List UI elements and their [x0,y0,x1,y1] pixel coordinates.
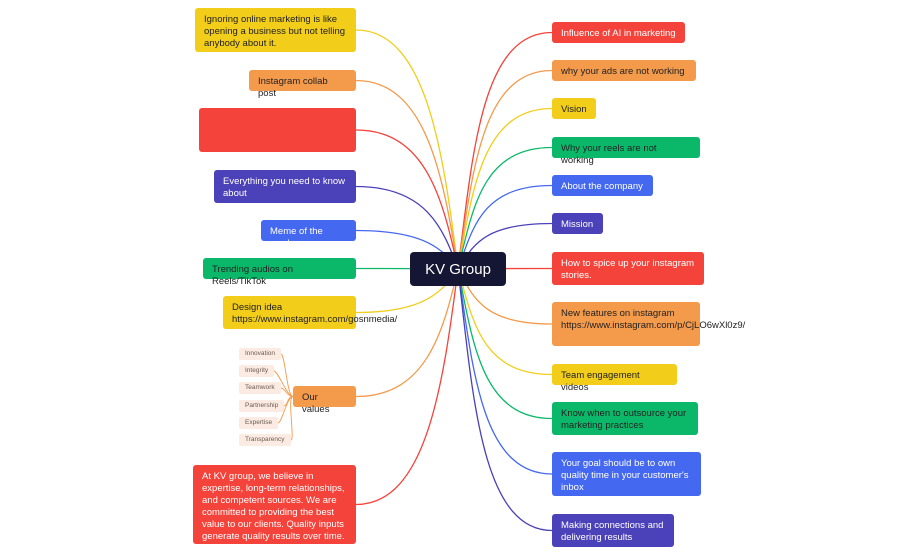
connector-line [355,268,459,398]
right-node-connections[interactable]: Making connections and delivering result… [552,514,674,547]
right-node-outsource[interactable]: Know when to outsource your marketing pr… [552,402,698,435]
left-node-instagram-collab[interactable]: Instagram collab post [249,70,356,99]
value-chip[interactable]: Innovation [239,348,281,360]
left-node-everything-to-know[interactable]: Everything you need to know about [214,170,356,203]
central-topic-label: KV Group [425,260,491,278]
value-chip[interactable]: Partnership [239,400,285,412]
value-connector [280,353,294,397]
right-node-mission[interactable]: Mission [552,213,603,234]
right-node-about-company[interactable]: About the company [552,175,653,196]
connector-line [457,268,553,532]
left-node-marketing-quote[interactable]: Ignoring online marketing is like openin… [195,8,356,52]
connector-line [457,268,553,475]
value-connector [280,387,294,397]
connector-line [457,268,553,376]
right-node-ads-not-working[interactable]: why your ads are not working [552,60,696,81]
connector-line [355,129,459,270]
right-node-vision[interactable]: Vision [552,98,596,119]
connector-line [355,29,459,270]
connector-line [457,31,553,270]
right-node-spice-stories[interactable]: How to spice up your instagram stories. [552,252,704,285]
value-connector [290,396,294,441]
right-node-ai-marketing[interactable]: Influence of AI in marketing [552,22,685,43]
left-node-trending-audios[interactable]: Trending audios on Reels/TikTok [203,258,356,287]
right-node-reels-not-working[interactable]: Why your reels are not working [552,137,700,166]
right-node-customer-inbox[interactable]: Your goal should be to own quality time … [552,452,701,496]
value-chip[interactable]: Integrity [239,365,275,377]
connector-line [355,79,459,270]
left-node-meme-of-week[interactable]: Meme of the week [261,220,356,249]
connector-line [457,69,553,270]
value-chip[interactable]: Teamwork [239,382,281,394]
left-node-our-values[interactable]: Our values [293,386,356,415]
left-node-empty[interactable] [199,108,356,152]
connector-line [457,107,553,270]
left-node-about-kv[interactable]: At KV group, we believe in expertise, lo… [193,465,356,544]
value-chip[interactable]: Expertise [239,417,279,429]
right-node-team-videos[interactable]: Team engagement videos [552,364,677,393]
right-node-new-features[interactable]: New features on instagram https://www.in… [552,302,745,346]
central-topic[interactable]: KV Group [410,252,506,286]
connector-line [457,268,553,420]
connector-line [355,268,459,506]
left-node-design-idea[interactable]: Design idea https://www.instagram.com/go… [223,296,397,329]
connector-line [457,146,553,270]
value-chip[interactable]: Transparency [239,434,291,446]
